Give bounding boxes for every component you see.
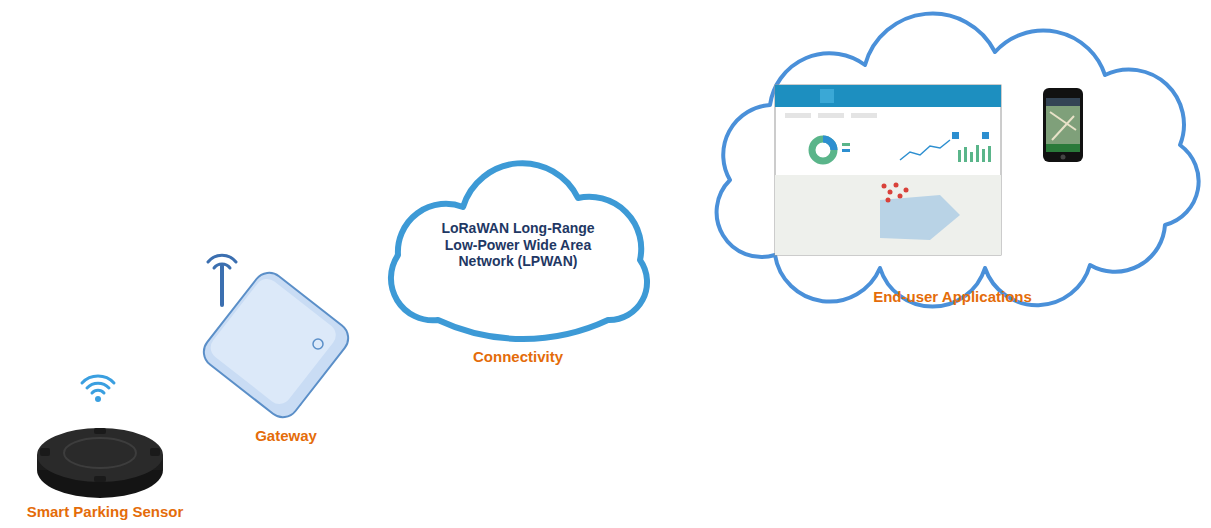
signal-arc [208,255,236,262]
wifi-icon [82,376,114,402]
puck-side [37,455,163,470]
puck-notch [150,448,160,456]
wifi-arc [82,376,114,383]
node-label: Smart Parking Sensor [20,503,190,521]
wifi-dot [95,396,101,402]
puck-top [37,428,163,482]
gateway-face [206,274,341,409]
puck-ring [64,438,136,468]
gateway-leg [300,388,302,406]
node-label: Gateway [210,427,362,445]
cloud-outline [695,30,1210,280]
antenna-signal [208,255,236,268]
puck-notch [40,448,50,456]
diagram-node: LoRaWAN Long-Range Low-Power Wide Area N… [368,165,668,370]
cloud-shape [391,163,647,339]
diagram-node: Gateway [210,250,362,455]
wifi-arc [87,383,109,388]
network-text: LoRaWAN Long-Range Low-Power Wide Area N… [433,220,603,270]
signal-arc [214,264,230,268]
node-label: Connectivity [368,348,668,366]
cloud-shape [717,14,1199,307]
gateway-body [197,266,354,423]
diagram-node: Smart Parking Sensor [20,360,190,528]
sensor-illustration [37,428,163,498]
diagram-node: End-user Applications [695,30,1210,315]
puck-notch [94,476,106,482]
gateway-leg [290,392,292,410]
puck-notch [94,428,106,434]
gateway-illustration [197,255,354,423]
puck-base [37,442,163,498]
node-label: End-user Applications [695,288,1210,306]
wifi-arc [92,390,104,393]
gateway-led [313,339,323,349]
antenna [220,266,224,305]
